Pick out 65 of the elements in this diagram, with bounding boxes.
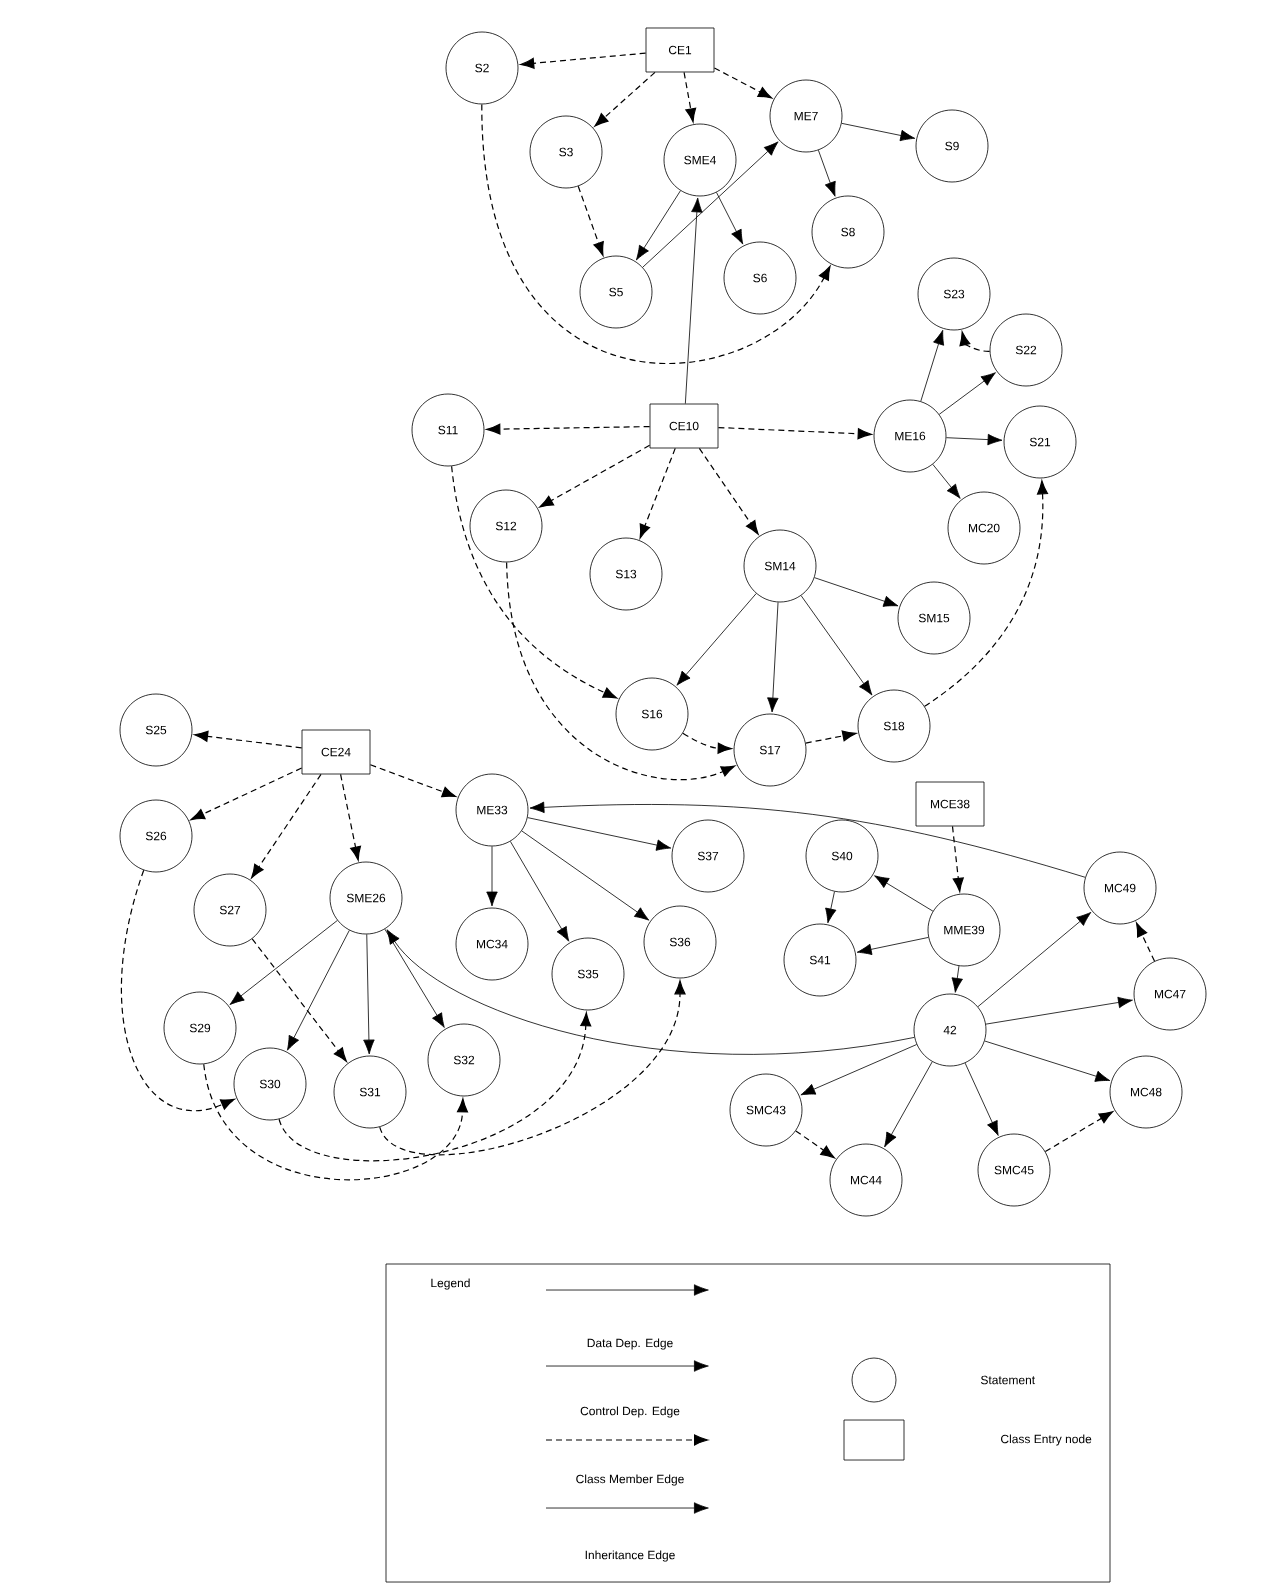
arrow xyxy=(527,817,672,851)
arrow xyxy=(951,965,963,993)
arrow xyxy=(539,444,651,508)
arrow xyxy=(520,52,647,69)
arrow xyxy=(932,463,961,499)
arrow xyxy=(1044,1111,1114,1153)
arrow xyxy=(977,912,1092,1008)
arrow xyxy=(959,331,991,352)
arrow xyxy=(278,1012,592,1162)
arrow xyxy=(874,875,934,912)
arrow xyxy=(683,71,697,123)
arrow xyxy=(800,1044,918,1096)
arrow xyxy=(1136,922,1156,962)
arrow xyxy=(856,937,929,955)
arrow xyxy=(369,764,457,798)
arrow xyxy=(920,329,945,402)
arrow xyxy=(521,830,650,921)
arrow xyxy=(825,891,837,924)
arrow xyxy=(818,149,836,197)
arrow xyxy=(386,929,915,1055)
arrow xyxy=(577,185,604,256)
arrow xyxy=(486,846,498,907)
arrow xyxy=(951,825,964,892)
arrow xyxy=(884,1061,933,1148)
arrow xyxy=(384,928,445,1028)
arrow xyxy=(795,1130,835,1159)
arrow xyxy=(716,192,744,245)
arrow xyxy=(984,1040,1111,1082)
arrow xyxy=(800,595,873,696)
arrow xyxy=(594,71,656,127)
arrow xyxy=(767,601,779,713)
arrow xyxy=(203,1063,469,1181)
arrow xyxy=(964,1062,999,1136)
arrow xyxy=(814,577,899,607)
arrow xyxy=(698,447,759,535)
arrow xyxy=(229,920,338,1005)
arrow xyxy=(251,938,347,1062)
arrow xyxy=(985,996,1133,1025)
arrow xyxy=(841,122,916,142)
arrow xyxy=(924,480,1049,707)
arrow xyxy=(190,767,303,821)
arrow xyxy=(363,934,375,1055)
arrow xyxy=(529,801,1086,878)
arrow xyxy=(684,197,703,404)
arrow xyxy=(642,141,779,268)
arrow xyxy=(945,433,1003,446)
arrow xyxy=(486,423,651,435)
arrow xyxy=(510,841,570,942)
arrow xyxy=(340,773,362,861)
arrow xyxy=(717,426,872,440)
arrow xyxy=(194,730,303,749)
arrow xyxy=(451,465,618,699)
arrow xyxy=(251,773,322,879)
arrow xyxy=(636,190,681,261)
arrow xyxy=(379,980,686,1156)
arrow xyxy=(639,447,676,539)
arrow xyxy=(481,103,831,365)
arrow xyxy=(506,561,736,781)
arrow xyxy=(287,929,350,1051)
arrow xyxy=(938,372,996,415)
arrow xyxy=(676,593,757,686)
arrow xyxy=(682,732,732,754)
arrow xyxy=(805,730,857,744)
arrow xyxy=(713,67,773,99)
arrow xyxy=(121,869,235,1111)
